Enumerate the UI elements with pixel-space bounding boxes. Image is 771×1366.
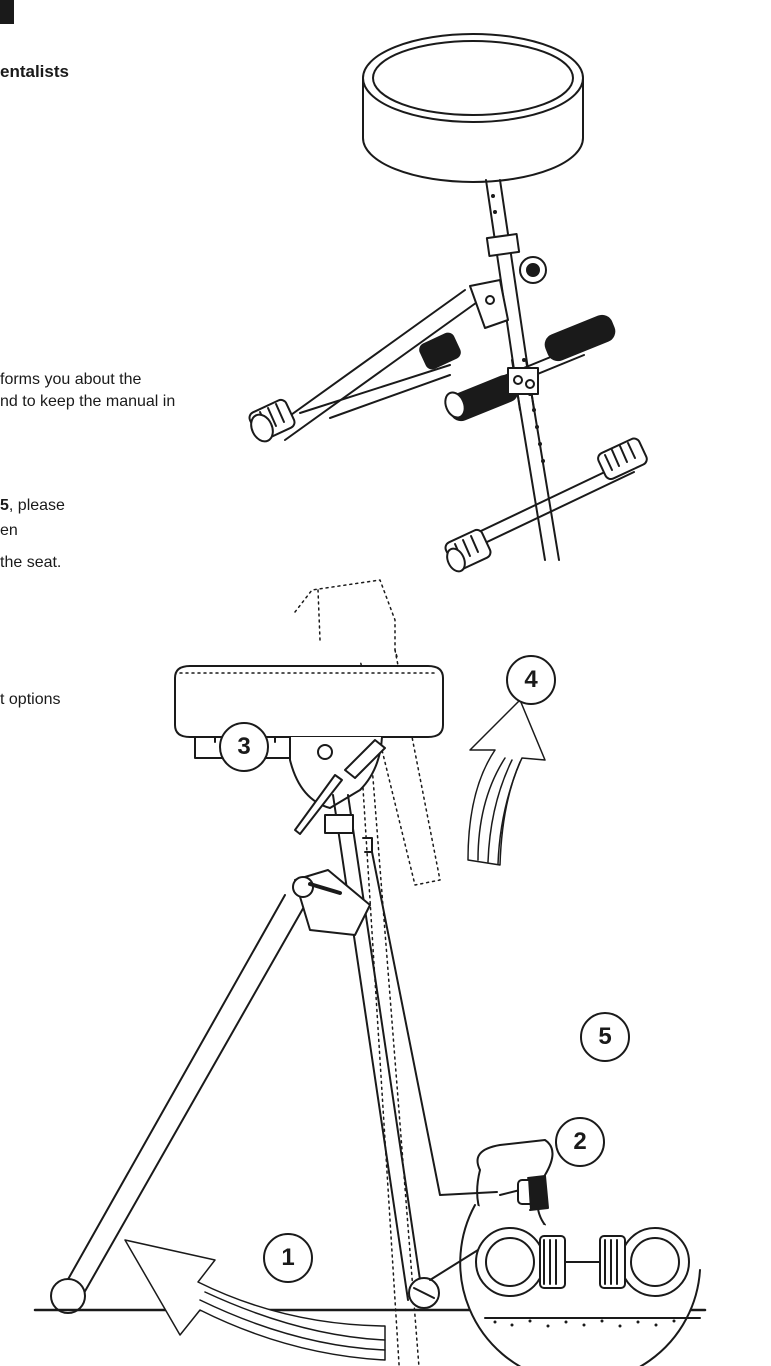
front-base-leg (444, 437, 648, 573)
section-marker (0, 0, 14, 24)
callout-1: 1 (263, 1233, 313, 1283)
body-text-line-2: nd to keep the manual in (0, 393, 176, 410)
callout-4: 4 (506, 655, 556, 705)
body-text-line-5: the seat. (0, 554, 62, 571)
bold-number: 5 (0, 497, 9, 514)
page-heading: entalists (0, 62, 69, 81)
rotate-down-arrow (124, 1239, 386, 1361)
callout-2: 2 (555, 1117, 605, 1167)
footrest-bar (444, 314, 616, 422)
stool-rear-leg (269, 279, 509, 441)
seat-side-view (174, 665, 444, 835)
rear-foot-left (248, 398, 296, 443)
column-foot (408, 1277, 440, 1309)
callout-3: 3 (219, 722, 269, 772)
body-text-line-4: en (0, 522, 18, 539)
body-text-line-6: t options (0, 691, 61, 708)
cap-magnifier (429, 1204, 701, 1366)
folding-column (324, 794, 424, 1301)
ghost-seat-outline (294, 579, 441, 1366)
body-text-line-1: forms you about the (0, 371, 142, 388)
callout-5: 5 (580, 1012, 630, 1062)
rotate-up-arrow (467, 699, 546, 866)
seat-cushion-top (362, 33, 584, 183)
rear-foot-right (419, 332, 461, 370)
body-text-line-3-rest: , please (8, 497, 65, 514)
folding-leg (50, 869, 371, 1314)
body-text-line-3: 5, please (0, 496, 65, 516)
knob-inset (371, 851, 554, 1236)
